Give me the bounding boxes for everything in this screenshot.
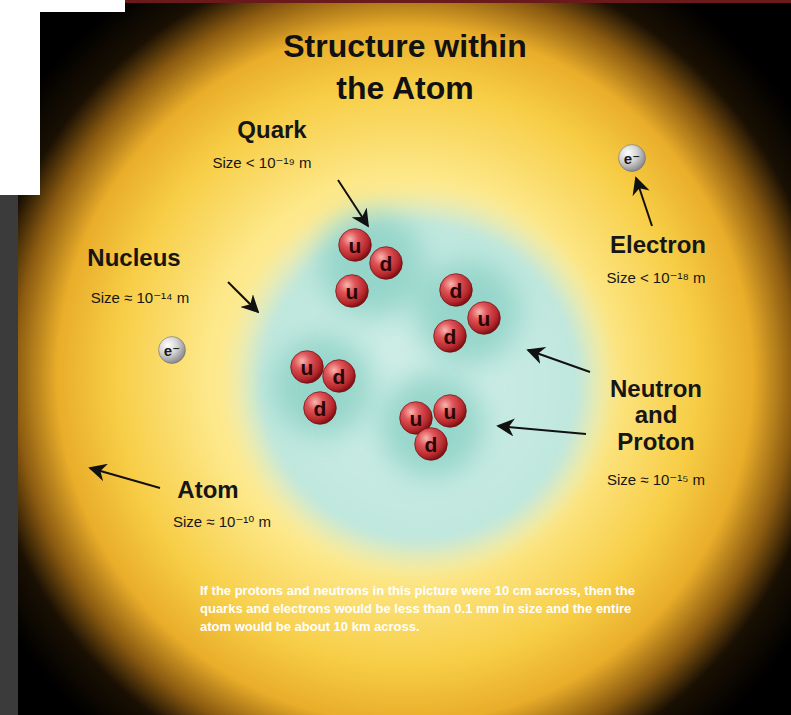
nucleon-cloud [320,213,424,317]
screen-edge [0,195,18,715]
electron-symbol: e⁻ [624,151,640,166]
nucleon-cloud [272,336,372,436]
quark-ball: u [433,394,467,428]
quark-circle [323,360,356,393]
size-note: Size ≈ 10⁻¹⁵ m [607,472,705,489]
quark-circle [434,395,467,428]
electron-circle [619,145,646,172]
quark-ball: d [439,273,473,307]
quark-circle [304,392,337,425]
quark-circle [415,428,448,461]
quark-circle [468,302,501,335]
quark-circle [370,247,403,280]
quark-flavour: d [380,253,393,274]
screen-patch [0,12,40,195]
electron-ball: e⁻ [158,336,186,364]
nucleon-cloud [416,260,520,364]
leader-arrow [498,426,586,434]
quark-flavour: u [410,408,423,429]
electron-circle [159,337,186,364]
nucleus-cloud [222,184,618,580]
quark-flavour: u [301,357,314,378]
quark-flavour: d [333,366,346,387]
part-name: Electron [610,232,706,258]
quark-circle [339,229,372,262]
screen-patch [0,0,125,12]
size-note: Size < 10⁻¹⁸ m [607,270,706,287]
quark-ball: u [290,350,324,384]
quark-ball: d [433,319,467,353]
size-note: Size ≈ 10⁻¹⁰ m [173,514,271,531]
leader-arrow [636,178,652,226]
size-note: Size ≈ 10⁻¹⁴ m [91,290,189,307]
electron-ball: e⁻ [618,144,646,172]
quark-circle [336,275,369,308]
caption: If the protons and neutrons in this pict… [200,582,645,637]
quark-flavour: d [444,326,457,347]
quark-ball: u [335,274,369,308]
leader-arrow [90,468,160,488]
quark-circle [440,274,473,307]
quark-flavour: u [349,235,362,256]
part-name: Nucleus [87,245,180,271]
part-name: Quark [237,117,306,143]
quark-flavour: d [450,280,463,301]
diagram-title: Structure within the Atom [255,26,555,109]
quark-flavour: u [444,401,457,422]
electron-symbol: e⁻ [164,343,180,358]
quark-circle [291,351,324,384]
quark-flavour: u [346,281,359,302]
part-name: Neutron and Proton [599,376,714,455]
top-rule [125,0,791,3]
quark-ball: u [467,301,501,335]
quark-ball: u [338,228,372,262]
quark-ball: d [303,391,337,425]
leader-arrow [338,180,368,226]
quark-ball: d [414,427,448,461]
size-note: Size < 10⁻¹⁹ m [213,155,312,172]
quark-flavour: u [478,308,491,329]
leader-arrow [228,282,258,312]
quark-flavour: d [314,398,327,419]
quark-ball: d [322,359,356,393]
part-name: Atom [177,477,238,503]
nucleon-cloud [380,373,484,477]
quark-circle [434,320,467,353]
quark-flavour: d [425,434,438,455]
quark-ball: d [369,246,403,280]
leader-arrow [528,350,590,372]
